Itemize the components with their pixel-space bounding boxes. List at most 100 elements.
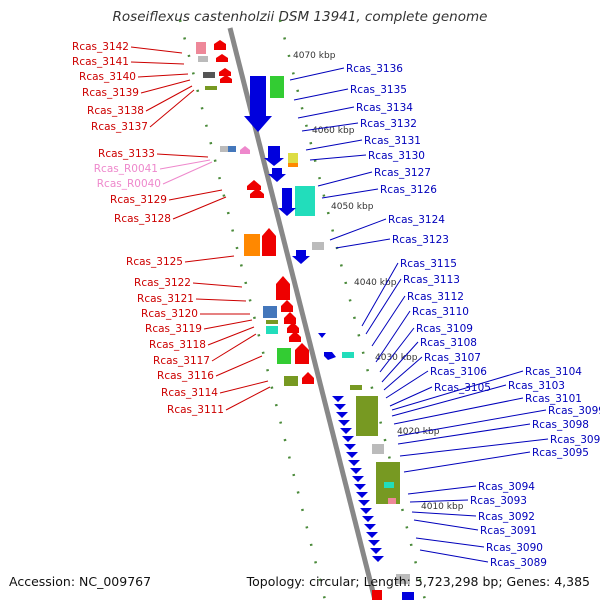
forward-strand-gene-cluster [332, 396, 384, 562]
leader-line [397, 409, 547, 437]
gene-label-rcas-3092[interactable]: Rcas_3092 [411, 511, 535, 523]
gene-arrow-forward [352, 476, 364, 482]
gene-arrow-reverse [276, 276, 290, 300]
gene-label-rcas-3104[interactable]: Rcas_3104 [391, 366, 582, 411]
gene-label-rcas-3099[interactable]: Rcas_3099 [397, 405, 600, 437]
gene-label-rcas-3121[interactable]: Rcas_3121 [137, 293, 247, 305]
gene-label-text: Rcas_3135 [350, 84, 407, 96]
gene-label-text: Rcas_3128 [114, 213, 171, 225]
gene-label-rcas-3103[interactable]: Rcas_3103 [391, 380, 565, 417]
gene-label-rcas-3098[interactable]: Rcas_3098 [397, 419, 589, 445]
gene-label-rcas-3115[interactable]: Rcas_3115 [361, 258, 457, 327]
gene-label-text: Rcas_3093 [470, 495, 527, 507]
gene-label-rcas-3141[interactable]: Rcas_3141 [72, 56, 185, 68]
gene-label-rcas-3134[interactable]: Rcas_3134 [297, 102, 413, 119]
gene-label-text: Rcas_3114 [161, 387, 218, 399]
gene-label-rcas-3114[interactable]: Rcas_3114 [161, 380, 269, 399]
leader-line [162, 161, 213, 185]
gene-label-text: Rcas_3095 [532, 447, 589, 459]
gene-label-rcas-3123[interactable]: Rcas_3123 [335, 234, 449, 249]
gene-label-rcas-3094[interactable]: Rcas_3094 [407, 481, 535, 495]
gene-label-rcas-3108[interactable]: Rcas_3108 [381, 337, 477, 383]
gene-arrow-forward [360, 508, 372, 514]
gene-label-text: Rcas_3123 [392, 234, 449, 246]
gene-label-rcas-3113[interactable]: Rcas_3113 [365, 274, 460, 335]
gene-arrow-forward [336, 412, 348, 418]
leader-line [365, 278, 402, 335]
gene-label-rcas-3107[interactable]: Rcas_3107 [383, 352, 481, 391]
gene-arrow-reverse [284, 312, 296, 324]
gene-label-text: Rcas_3121 [137, 293, 194, 305]
gene-label-rcas-r0040[interactable]: Rcas_R0040 [97, 161, 213, 190]
gene-label-text: Rcas_3139 [82, 87, 139, 99]
gene-label-rcas-3111[interactable]: Rcas_3111 [167, 386, 271, 416]
leader-line [145, 85, 193, 112]
gene-label-rcas-3136[interactable]: Rcas_3136 [289, 63, 403, 81]
gene-arrow-reverse [247, 180, 261, 190]
gene-label-rcas-3090[interactable]: Rcas_3090 [415, 537, 543, 554]
gene-label-rcas-3096[interactable]: Rcas_3096 [399, 434, 600, 457]
leader-line [385, 370, 429, 399]
gene-label-rcas-3091[interactable]: Rcas_3091 [413, 519, 537, 537]
gene-box-teal [295, 186, 315, 216]
gene-label-rcas-3137[interactable]: Rcas_3137 [91, 89, 195, 133]
accession-text: Accession: NC_009767 [9, 574, 152, 589]
gene-label-rcas-3109[interactable]: Rcas_3109 [379, 323, 473, 373]
leader-line [329, 218, 387, 241]
gene-label-rcas-3101[interactable]: Rcas_3101 [393, 393, 582, 425]
gene-label-rcas-3138[interactable]: Rcas_3138 [87, 85, 193, 117]
gene-label-rcas-3129[interactable]: Rcas_3129 [110, 189, 223, 206]
gene-label-text: Rcas_3136 [346, 63, 403, 75]
leader-line [159, 159, 211, 170]
gene-arrow-forward [372, 556, 384, 562]
leader-line [317, 171, 373, 187]
gene-label-rcas-3095[interactable]: Rcas_3095 [403, 447, 589, 473]
gene-label-rcas-3126[interactable]: Rcas_3126 [321, 184, 437, 199]
gene-label-rcas-3142[interactable]: Rcas_3142 [72, 41, 183, 54]
gene-box-blue [263, 306, 277, 318]
leader-line [375, 310, 411, 363]
gene-arrow-forward [332, 396, 344, 402]
gene-label-rcas-3117[interactable]: Rcas_3117 [153, 333, 257, 367]
gene-label-rcas-3130[interactable]: Rcas_3130 [309, 150, 425, 162]
gene-arrow-reverse [240, 146, 250, 154]
gene-label-rcas-3122[interactable]: Rcas_3122 [134, 277, 243, 289]
gene-label-text: Rcas_3115 [400, 258, 457, 270]
leader-line [211, 333, 257, 362]
gene-label-rcas-3132[interactable]: Rcas_3132 [301, 118, 417, 132]
gene-arrow-reverse [219, 68, 231, 76]
gene-label-rcas-3127[interactable]: Rcas_3127 [317, 167, 431, 187]
gene-arrow-forward [364, 524, 376, 530]
gene-label-rcas-3124[interactable]: Rcas_3124 [329, 214, 445, 241]
gene-label-rcas-3120[interactable]: Rcas_3120 [141, 308, 250, 320]
gene-label-text: Rcas_3126 [380, 184, 437, 196]
leader-line [219, 380, 269, 394]
gene-label-rcas-3125[interactable]: Rcas_3125 [126, 255, 235, 268]
gene-label-text: Rcas_3111 [167, 404, 224, 416]
leader-line [379, 327, 415, 373]
gene-label-rcas-3106[interactable]: Rcas_3106 [385, 366, 487, 399]
gene-label-rcas-3139[interactable]: Rcas_3139 [82, 79, 191, 99]
gene-box-olive [205, 86, 217, 90]
gene-label-rcas-3119[interactable]: Rcas_3119 [145, 319, 253, 335]
gene-arrow-reverse [214, 40, 226, 50]
gene-label-rcas-r0041[interactable]: Rcas_R0041 [94, 159, 211, 175]
gene-label-rcas-3089[interactable]: Rcas_3089 [419, 549, 547, 569]
gene-label-rcas-3131[interactable]: Rcas_3131 [305, 135, 421, 151]
gene-label-rcas-3116[interactable]: Rcas_3116 [157, 355, 263, 382]
gene-label-rcas-3133[interactable]: Rcas_3133 [98, 148, 209, 160]
gene-label-rcas-3140[interactable]: Rcas_3140 [79, 71, 189, 83]
gene-label-rcas-3112[interactable]: Rcas_3112 [371, 291, 464, 347]
gene-label-rcas-3118[interactable]: Rcas_3118 [149, 326, 255, 351]
gene-label-rcas-3093[interactable]: Rcas_3093 [409, 495, 527, 507]
gene-label-rcas-3135[interactable]: Rcas_3135 [293, 84, 407, 101]
leader-line [381, 341, 419, 383]
leader-line [140, 79, 191, 94]
gene-label-text: Rcas_3132 [360, 118, 417, 130]
gene-label-text: Rcas_3109 [416, 323, 473, 335]
gene-label-rcas-3128[interactable]: Rcas_3128 [114, 196, 227, 225]
gene-arrow-forward [292, 250, 310, 264]
leader-line [389, 386, 433, 407]
gene-label-rcas-3110[interactable]: Rcas_3110 [375, 306, 469, 363]
gene-label-text: Rcas_3119 [145, 323, 202, 335]
